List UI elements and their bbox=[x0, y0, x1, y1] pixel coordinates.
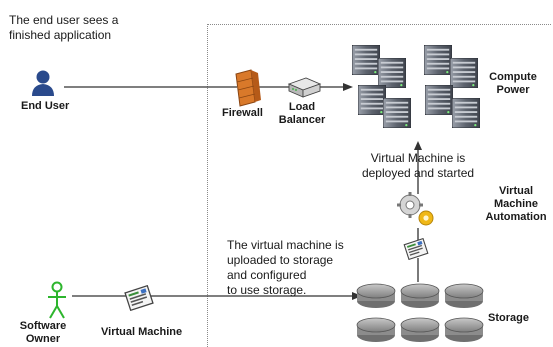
compute-arrowhead bbox=[343, 83, 353, 91]
top-caption: The end user sees a finished application bbox=[9, 13, 118, 43]
software-owner-line-1: Software bbox=[19, 320, 67, 332]
end-user-label: End User bbox=[21, 100, 70, 112]
cloud-boundary-top bbox=[207, 24, 551, 25]
vm-deployed-line-2: deployed and started bbox=[361, 166, 475, 180]
automation-label-line-1: Virtual bbox=[498, 185, 534, 197]
software-owner-label: Software Owner bbox=[15, 320, 71, 346]
vm-automation-label: Virtual Machine Automation bbox=[480, 185, 552, 224]
upload-line-2: uploaded to storage bbox=[227, 253, 334, 267]
software-owner-line-2: Owner bbox=[25, 333, 61, 345]
deployed-vm-icon bbox=[403, 238, 429, 260]
compute-servers-right bbox=[424, 45, 480, 128]
upload-line-4: to use storage. bbox=[227, 283, 307, 297]
load-balancer-label-line-1: Load bbox=[288, 101, 316, 113]
top-caption-line-1: The end user sees a bbox=[9, 13, 119, 27]
automation-arrowhead bbox=[414, 141, 422, 150]
end-user-icon bbox=[32, 70, 54, 96]
virtual-machine-label: Virtual Machine bbox=[101, 326, 183, 338]
storage-disks bbox=[356, 283, 484, 343]
top-caption-line-2: finished application bbox=[9, 28, 112, 42]
software-owner-icon bbox=[48, 281, 66, 319]
compute-label-line-2: Power bbox=[496, 84, 530, 96]
compute-power-label: Compute Power bbox=[480, 71, 546, 97]
load-balancer-label-line-2: Balancer bbox=[278, 114, 326, 126]
storage-label: Storage bbox=[488, 312, 529, 324]
compute-servers-left bbox=[352, 45, 411, 128]
vm-deployed-line-1: Virtual Machine is bbox=[370, 151, 466, 165]
vm-deployed-label: Virtual Machine is deployed and started bbox=[358, 151, 478, 181]
automation-label-line-3: Automation bbox=[485, 211, 547, 223]
firewall-label: Firewall bbox=[222, 107, 263, 119]
automation-gear-icon bbox=[397, 192, 434, 226]
upload-line-1: The virtual machine is bbox=[227, 238, 344, 252]
upload-description: The virtual machine is uploaded to stora… bbox=[227, 238, 344, 298]
cloud-boundary-left bbox=[207, 24, 208, 347]
load-balancer-label: Load Balancer bbox=[276, 101, 328, 127]
automation-label-line-2: Machine bbox=[493, 198, 538, 210]
compute-label-line-1: Compute bbox=[489, 71, 537, 83]
firewall-icon bbox=[235, 69, 261, 107]
virtual-machine-icon bbox=[124, 285, 154, 311]
upload-line-3: and configured bbox=[227, 268, 307, 282]
load-balancer-icon bbox=[287, 77, 322, 98]
